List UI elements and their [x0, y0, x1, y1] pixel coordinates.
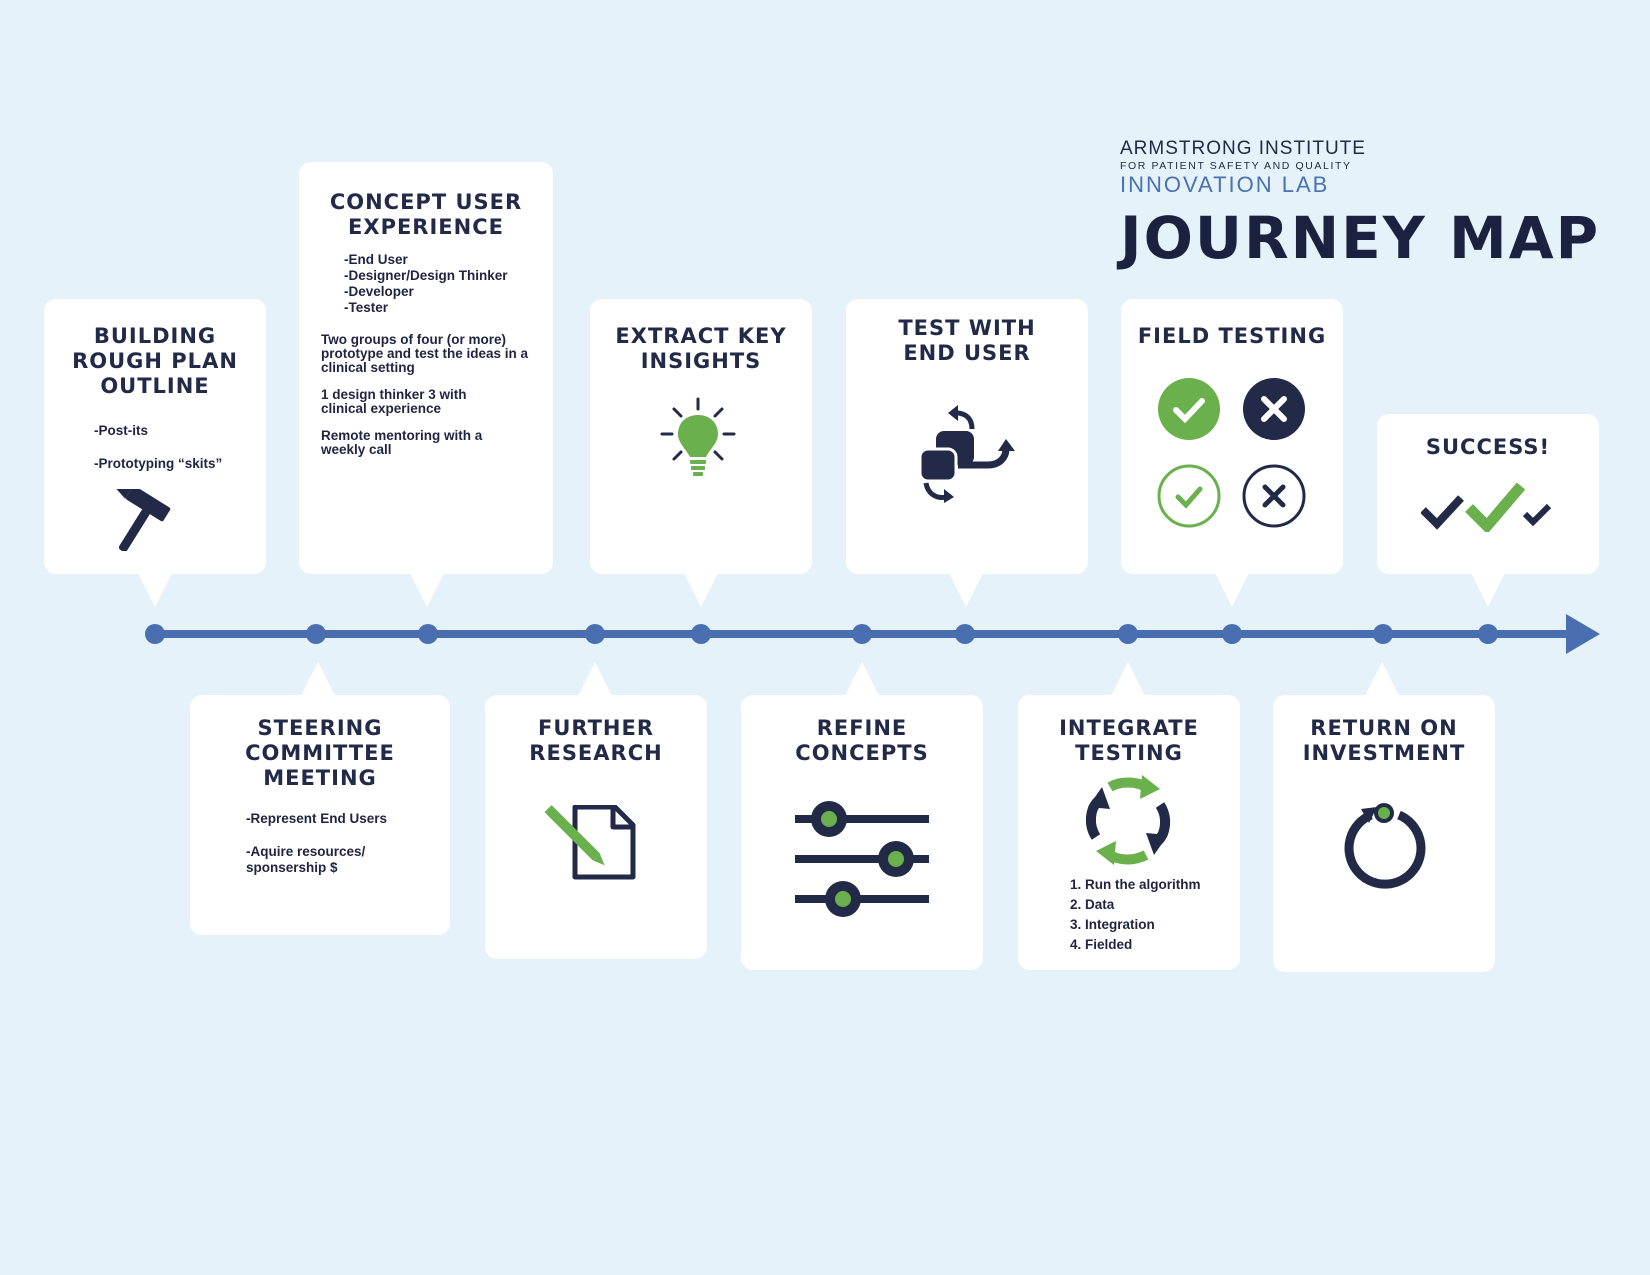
step-item: 3. Integration [1070, 917, 1155, 932]
stage-title: EXTRACT KEY INSIGHTS [615, 324, 787, 373]
stage-card-further-research: FURTHER RESEARCH [485, 695, 707, 959]
card-pointer [845, 662, 879, 696]
timeline-dot [691, 624, 711, 644]
stage-card-test-end-user: TEST WITH END USER [846, 299, 1088, 574]
paragraph: Remote mentoring with a weekly call [321, 428, 483, 457]
role-list: -End User -Designer/Design Thinker -Deve… [344, 252, 553, 316]
stage-title: CONCEPT USER EXPERIENCE [329, 190, 523, 239]
timeline-arrowhead [1566, 614, 1600, 654]
stage-card-concept-ux: CONCEPT USER EXPERIENCE -End User -Desig… [299, 162, 553, 574]
checkmarks-icon [1421, 482, 1551, 532]
step-item: 4. Fielded [1070, 937, 1133, 952]
cycle-arrows-icon [918, 405, 1015, 503]
note-item: -Aquire resources/ sponsership $ [246, 844, 366, 875]
role-item: -Tester [344, 300, 389, 315]
step-item: 1. Run the algorithm [1070, 877, 1201, 892]
stage-title: REFINE CONCEPTS [795, 716, 929, 765]
stage-title: BUILDING ROUGH PLAN OUTLINE [72, 324, 238, 398]
note-item: -Represent End Users [246, 811, 388, 826]
timeline-dot [1478, 624, 1498, 644]
hammer-icon [116, 489, 171, 551]
pencil-document-icon [544, 805, 636, 880]
circular-arrow-icon [1344, 803, 1426, 889]
brand-block: ARMSTRONG INSTITUTE FOR PATIENT SAFETY A… [1120, 138, 1366, 198]
timeline-dot [1222, 624, 1242, 644]
lightbulb-icon [660, 397, 736, 476]
timeline-dot [1118, 624, 1138, 644]
sliders-icon [795, 801, 929, 917]
stage-card-extract-insights: EXTRACT KEY INSIGHTS [590, 299, 812, 574]
stage-title: INTEGRATE TESTING [1059, 716, 1199, 765]
institute-name: ARMSTRONG INSTITUTE [1120, 138, 1366, 159]
timeline-dot [306, 624, 326, 644]
card-pointer [410, 573, 444, 607]
stage-card-success: SUCCESS! [1377, 414, 1599, 574]
card-pointer [1111, 662, 1145, 696]
card-pointer [301, 662, 335, 696]
stage-card-field-testing: FIELD TESTING [1121, 299, 1343, 574]
lab-name: INNOVATION LAB [1120, 172, 1330, 197]
stage-notes: -Post-its -Prototyping “skits” [94, 423, 266, 472]
timeline-dots [145, 624, 1498, 644]
card-pointer [138, 573, 172, 607]
stage-card-return-on-investment: RETURN ON INVESTMENT [1273, 695, 1495, 972]
card-pointer [578, 662, 612, 696]
stage-card-integrate-testing: INTEGRATE TESTING 1. Run the algorithm 2… [1018, 695, 1240, 970]
timeline-dot [852, 624, 872, 644]
timeline-dot [1373, 624, 1393, 644]
role-item: -Developer [344, 284, 414, 299]
page-title: JOURNEY MAP [1120, 204, 1601, 272]
stage-notes: -Represent End Users -Aquire resources/ … [246, 811, 450, 876]
check-x-grid-icon [1157, 378, 1306, 528]
note-item: -Prototyping “skits” [94, 456, 223, 471]
card-pointer [684, 573, 718, 607]
step-list: 1. Run the algorithm 2. Data 3. Integrat… [1070, 875, 1201, 955]
timeline-dot [585, 624, 605, 644]
timeline-dot [418, 624, 438, 644]
paragraph: Two groups of four (or more) prototype a… [321, 332, 529, 375]
stage-paragraphs: Two groups of four (or more) prototype a… [321, 333, 531, 457]
timeline-dot [145, 624, 165, 644]
timeline-dot [955, 624, 975, 644]
card-pointer [949, 573, 983, 607]
note-item: -Post-its [94, 423, 148, 438]
stage-card-building-plan: BUILDING ROUGH PLAN OUTLINE -Post-its -P… [44, 299, 266, 574]
card-pointer [1365, 662, 1399, 696]
stage-title: TEST WITH END USER [898, 316, 1036, 365]
stage-card-steering-committee: STEERING COMMITTEE MEETING -Represent En… [190, 695, 450, 935]
step-item: 2. Data [1070, 897, 1115, 912]
paragraph: 1 design thinker 3 with clinical experie… [321, 387, 467, 416]
role-item: -Designer/Design Thinker [344, 268, 508, 283]
stage-title: SUCCESS! [1425, 435, 1551, 459]
stage-card-refine-concepts: REFINE CONCEPTS [741, 695, 983, 970]
card-pointer [1215, 573, 1249, 607]
stage-title: STEERING COMMITTEE MEETING [245, 716, 395, 790]
stage-title: RETURN ON INVESTMENT [1302, 716, 1466, 765]
institute-subtitle: FOR PATIENT SAFETY AND QUALITY [1120, 160, 1352, 172]
stage-title: FURTHER RESEARCH [529, 716, 663, 765]
card-pointer [1471, 573, 1505, 607]
role-item: -End User [344, 252, 408, 267]
refresh-arrows-icon [1086, 775, 1170, 865]
stage-title: FIELD TESTING [1137, 324, 1327, 348]
